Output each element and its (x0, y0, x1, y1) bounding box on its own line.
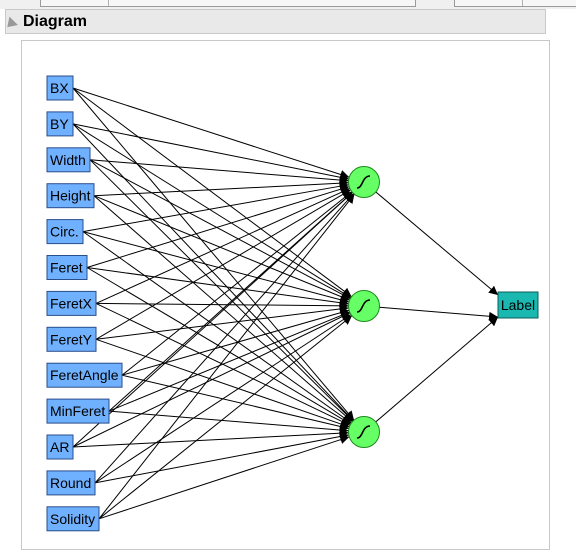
connection-edge (98, 193, 355, 520)
input-node-box (46, 326, 97, 352)
input-node-box (46, 147, 91, 173)
connection-edge (375, 316, 499, 423)
connection-edge (82, 231, 352, 424)
connection-edge (72, 312, 351, 448)
input-node-box (46, 470, 96, 496)
connection-edge (72, 87, 352, 298)
input-node-box (46, 111, 74, 137)
connection-edge (72, 87, 350, 179)
sigmoid-icon (356, 425, 371, 439)
connection-edge (94, 314, 352, 484)
input-node: FeretX (46, 290, 97, 316)
network-edges (72, 87, 499, 520)
input-node-label: FeretY (50, 331, 93, 347)
hidden-node-circle (348, 416, 380, 448)
top-tab-frame-right (454, 0, 576, 7)
connection-edge (72, 123, 349, 182)
input-node-box (46, 362, 123, 388)
hidden-node (348, 166, 380, 198)
input-node-label: Feret (50, 260, 83, 276)
input-node: Height (46, 183, 95, 209)
connection-edge (86, 184, 350, 268)
input-node-label: MinFeret (50, 403, 105, 419)
input-node-box (46, 219, 84, 245)
outline-title: Diagram (23, 13, 88, 30)
input-node-box (46, 398, 110, 424)
input-node: FeretY (46, 326, 97, 352)
input-node-box (46, 75, 74, 101)
input-node-label: Width (50, 152, 86, 168)
input-node: Solidity (46, 506, 100, 532)
connection-edge (86, 267, 349, 308)
input-node-label: Circ. (50, 224, 79, 240)
output-node-label: Label (501, 297, 535, 313)
connection-edge (121, 308, 350, 376)
output-node-box (497, 291, 539, 319)
connection-edge (72, 192, 353, 448)
connection-edge (82, 231, 350, 305)
input-node: Feret (46, 255, 88, 280)
sigmoid-icon (356, 175, 371, 189)
connection-edge (72, 123, 352, 299)
input-node-label: Round (50, 475, 91, 491)
connection-edge (379, 306, 499, 321)
input-node: BX (46, 75, 74, 101)
input-node: AR (46, 434, 74, 460)
input-node-box (46, 434, 74, 460)
input-node: BY (46, 111, 74, 137)
sigmoid-icon (356, 299, 371, 313)
input-node-label: BX (50, 80, 69, 96)
connection-edge (89, 159, 349, 185)
connection-edge (95, 338, 350, 429)
input-node: Round (46, 470, 96, 496)
connection-edge (95, 304, 349, 340)
input-node: Width (46, 147, 91, 173)
connection-edge (108, 311, 350, 412)
connection-edge (72, 87, 355, 421)
input-node-box (46, 290, 97, 316)
hidden-node-circle (348, 290, 380, 322)
connection-edge (89, 159, 351, 300)
connection-edge (72, 123, 354, 422)
connection-edge (95, 301, 349, 311)
connection-edge (89, 159, 354, 422)
input-node: Circ. (46, 219, 84, 245)
input-node-box (46, 255, 88, 280)
input-node: MinFeret (46, 398, 110, 424)
connection-edge (121, 374, 350, 431)
input-node-box (46, 506, 100, 532)
input-node-label: Height (50, 188, 91, 204)
output-node: Label (497, 291, 539, 319)
input-node-label: FeretAngle (50, 367, 119, 383)
connection-edge (98, 315, 353, 520)
connection-edge (93, 195, 350, 301)
connection-edge (86, 267, 351, 425)
input-node-label: FeretX (50, 295, 93, 311)
outline-header[interactable] (5, 9, 546, 34)
connection-edge (94, 432, 349, 484)
connection-edge (95, 187, 351, 304)
connection-edge (98, 435, 350, 520)
top-tab-frame (40, 0, 416, 7)
connection-edge (93, 178, 349, 197)
connection-edge (108, 410, 349, 435)
input-node-box (46, 183, 95, 209)
input-node-label: Solidity (50, 511, 95, 527)
hidden-node (348, 290, 380, 322)
connection-edge (375, 191, 499, 296)
connection-edge (94, 193, 355, 484)
connection-edge (72, 428, 349, 448)
tab-divider (108, 0, 109, 6)
hidden-node (348, 416, 380, 448)
connection-edge (82, 181, 349, 233)
hidden-node-circle (348, 166, 380, 198)
tab-divider-right (522, 0, 523, 6)
input-node-label: BY (50, 116, 69, 132)
input-node: FeretAngle (46, 362, 123, 388)
connection-edge (95, 189, 351, 340)
input-node-label: AR (50, 439, 69, 455)
connection-edge (121, 191, 353, 376)
